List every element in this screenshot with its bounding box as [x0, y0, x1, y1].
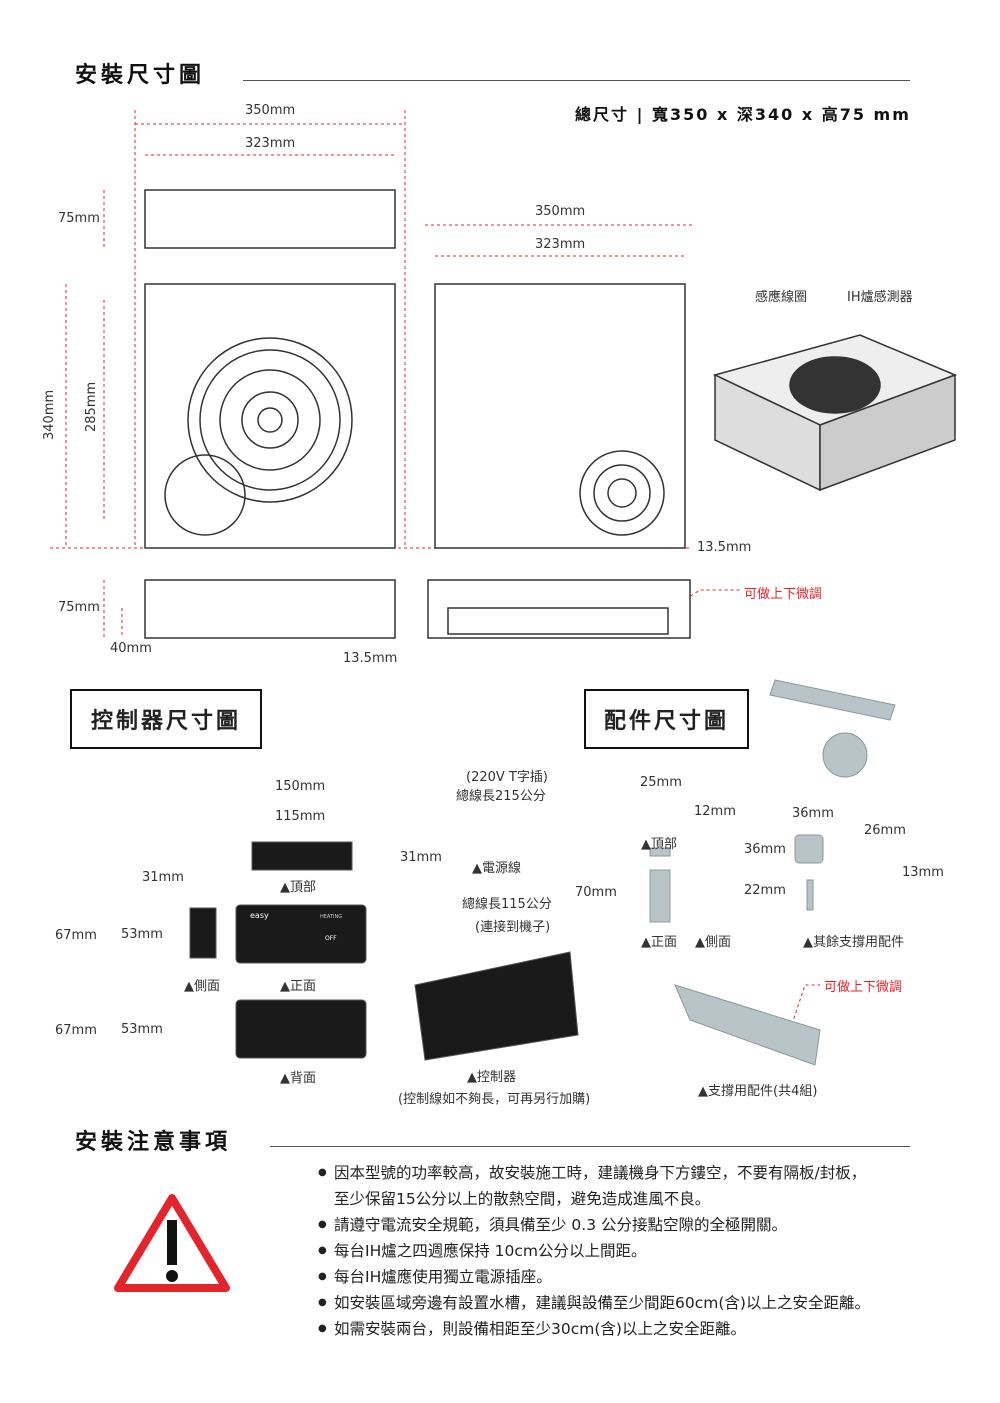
dim-label: 67mm	[55, 928, 97, 943]
sensor-label: IH爐感測器	[847, 290, 913, 305]
adjust-note: 可做上下微調	[744, 587, 823, 602]
note-item: 請遵守電流安全規範，須具備至少 0.3 公分接點空隙的全極開關。	[318, 1212, 870, 1238]
dim-label: 25mm	[640, 775, 682, 790]
controller-perspective	[414, 951, 579, 1061]
dim-label: 22mm	[744, 883, 786, 898]
controller-back	[235, 999, 367, 1059]
cable-note: (連接到機子)	[475, 920, 551, 935]
caption: ▲側面	[695, 935, 731, 950]
accessories-title: 配件尺寸圖	[584, 689, 749, 749]
coil-label: 感應線圈	[755, 290, 808, 305]
caption: ▲頂部	[280, 880, 316, 895]
caption: ▲側面	[184, 979, 220, 994]
adjust-note: 可做上下微調	[824, 980, 903, 995]
note-item: 如需安裝兩台，則設備相距至少30cm(含)以上之安全距離。	[318, 1316, 870, 1342]
caption: ▲其餘支撐用配件	[803, 935, 904, 950]
caption: ▲頂部	[641, 837, 677, 852]
dim-label: 31mm	[142, 870, 184, 885]
caption: (控制線如不夠長，可再另行加購)	[398, 1092, 591, 1107]
dim-label: 150mm	[275, 779, 326, 794]
bottom-view-device	[434, 283, 686, 549]
dim-label: 75mm	[58, 211, 100, 226]
caption: ▲電源線	[472, 861, 521, 876]
dim-label: 350mm	[535, 204, 586, 219]
dim-label: 67mm	[55, 1023, 97, 1038]
caption: ▲背面	[280, 1071, 316, 1086]
install-dims-title: 安裝尺寸圖	[75, 63, 206, 88]
dim-label: 13mm	[902, 865, 944, 880]
dim-label: 36mm	[744, 842, 786, 857]
dim-label: 75mm	[58, 600, 100, 615]
caption: ▲正面	[280, 979, 316, 994]
dim-label: 26mm	[864, 823, 906, 838]
dim-label: 40mm	[110, 641, 152, 656]
dim-label: 13.5mm	[343, 651, 398, 666]
notes-title: 安裝注意事項	[75, 1130, 232, 1155]
controller-title: 控制器尺寸圖	[70, 689, 262, 749]
dim-label: 53mm	[121, 927, 163, 942]
dim-label: 285mm	[84, 381, 99, 432]
back-view-device	[427, 579, 691, 639]
note-item: 每台IH爐應使用獨立電源插座。	[318, 1264, 870, 1290]
dim-label: 70mm	[575, 885, 617, 900]
dim-label: 350mm	[245, 103, 296, 118]
dim-label: 323mm	[245, 136, 296, 151]
dim-label: 323mm	[535, 237, 586, 252]
dim-label: 31mm	[400, 850, 442, 865]
controller-front	[235, 904, 367, 964]
dim-label: 36mm	[792, 806, 834, 821]
side-view-device	[144, 189, 396, 249]
note-item: 因本型號的功率較高，故安裝施工時，建議機身下方鏤空，不要有隔板/封板，	[318, 1160, 870, 1186]
plug-length: 總線長215公分	[456, 789, 546, 804]
off-button: OFF	[325, 935, 337, 942]
caption: ▲控制器	[467, 1070, 516, 1085]
heating-label: HEATING	[320, 914, 343, 920]
plug-type: (220V T字插)	[466, 770, 548, 785]
caption: ▲支撐用配件(共4組)	[698, 1084, 818, 1099]
note-item: 如安裝區域旁邊有設置水槽，建議與設備至少間距60cm(含)以上之安全距離。	[318, 1290, 870, 1316]
notes-list: 因本型號的功率較高，故安裝施工時，建議機身下方鏤空，不要有隔板/封板， 至少保留…	[318, 1160, 870, 1342]
divider	[270, 1146, 910, 1147]
cable-length: 總線長115公分	[462, 897, 552, 912]
caption: ▲正面	[641, 935, 677, 950]
dim-label: 340mm	[42, 389, 57, 440]
front-view-device	[144, 579, 396, 639]
dim-label: 12mm	[694, 804, 736, 819]
brand-logo: easy	[250, 911, 269, 920]
overall-size: 總尺寸 | 寬350 x 深340 x 高75 mm	[575, 105, 911, 124]
note-item: 每台IH爐之四週應保持 10cm公分以上間距。	[318, 1238, 870, 1264]
dim-label: 53mm	[121, 1022, 163, 1037]
note-item-cont: 至少保留15公分以上的散熱空間，避免造成進風不良。	[334, 1190, 711, 1208]
dim-label: 115mm	[275, 809, 326, 824]
dim-label: 13.5mm	[697, 540, 752, 555]
divider	[243, 80, 910, 81]
